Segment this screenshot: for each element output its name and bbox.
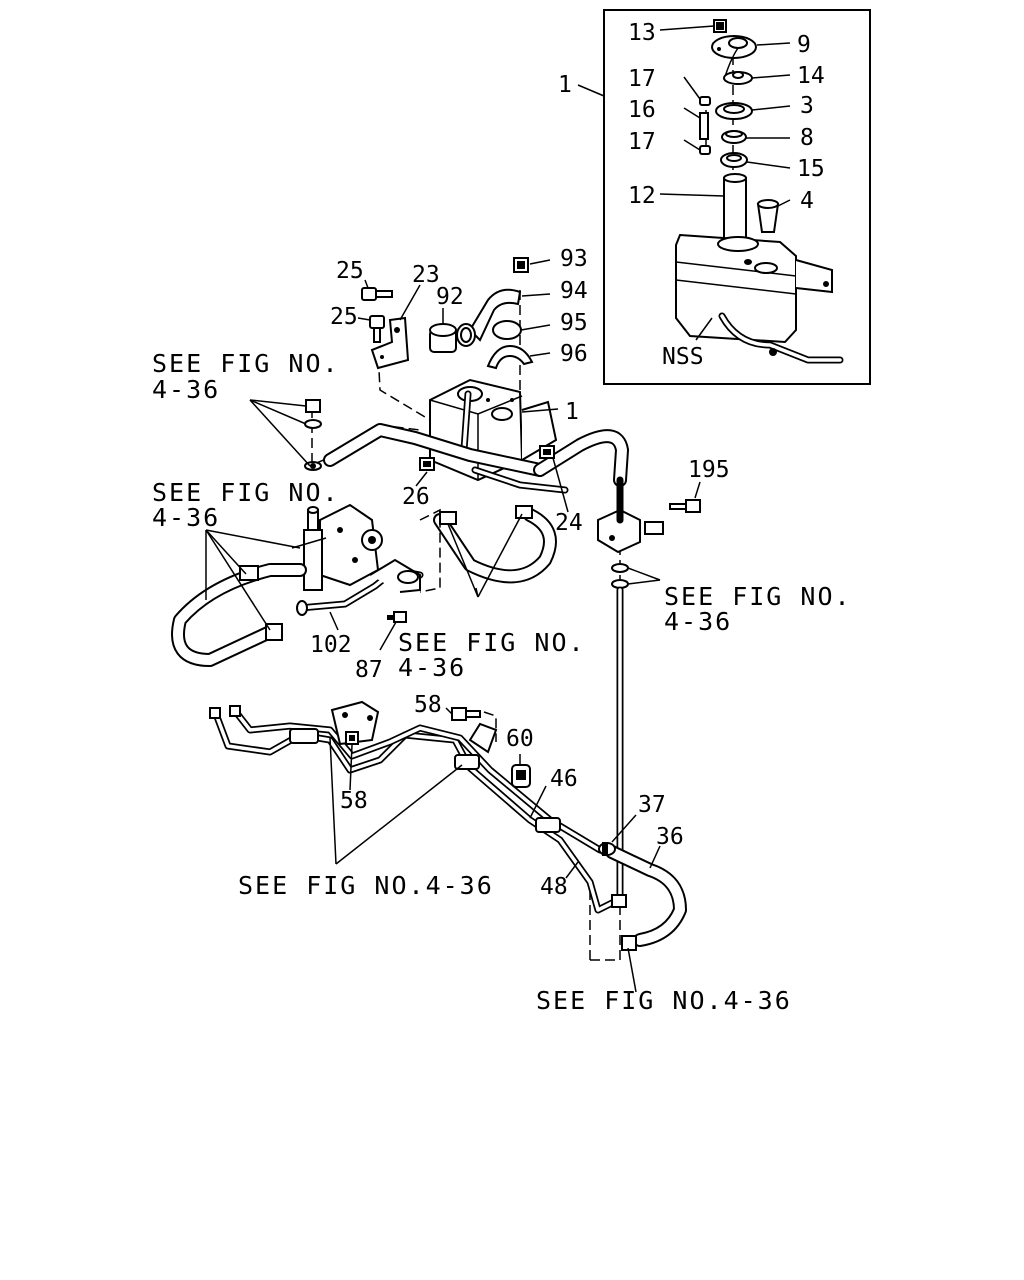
inset-reservoir-group: 1 [558, 9, 871, 385]
bolt-25-upper [361, 287, 393, 301]
bolt-87 [387, 611, 407, 623]
fitting-17-upper [699, 96, 711, 106]
callout-9: 9 [797, 32, 811, 58]
clamp-96 [486, 344, 534, 370]
callout-17-upper: 17 [628, 66, 656, 92]
callout-25-lower: 25 [330, 304, 358, 330]
see-fig-center-line1: SEE FIG NO. [398, 628, 586, 657]
bolt-25-lower [369, 315, 385, 343]
callout-14: 14 [797, 63, 825, 89]
see-fig-center-line2: 4-36 [398, 653, 466, 682]
pipe-end-left-a [209, 707, 221, 719]
clip-bracket-upper [468, 722, 498, 754]
see-fig-top-left-line2: 4-36 [152, 375, 220, 404]
clip-60 [511, 764, 531, 788]
inset-frame [603, 9, 871, 385]
callout-26: 26 [402, 484, 430, 510]
callout-93: 93 [560, 246, 588, 272]
gasket-14 [723, 71, 753, 85]
clamp-mid-b [515, 505, 533, 519]
callout-13: 13 [628, 20, 656, 46]
callout-58-upper: 58 [414, 692, 442, 718]
fitting-block-right [644, 521, 664, 535]
tube-12 [723, 173, 747, 241]
bracket-small-pump [369, 558, 421, 593]
pipe-end-left-b [229, 705, 241, 717]
bracket-23 [370, 316, 410, 370]
elbow-pipe-94 [456, 288, 522, 347]
callout-87: 87 [355, 657, 383, 683]
callout-16: 16 [628, 97, 656, 123]
cap-92 [429, 323, 457, 353]
washer-15 [720, 152, 748, 168]
callout-8: 8 [800, 125, 814, 151]
hose-clamp-lower [265, 623, 283, 641]
callout-37: 37 [638, 792, 666, 818]
clips-right [611, 563, 629, 589]
callout-24: 24 [555, 510, 583, 536]
bolt-24 [539, 445, 555, 459]
callout-60: 60 [506, 726, 534, 752]
bolt-58-lower [345, 731, 359, 745]
hose-end-36 [621, 935, 637, 951]
callout-102: 102 [310, 632, 352, 658]
callout-25-upper: 25 [336, 258, 364, 284]
upper-assembly: 25 25 23 92 93 94 95 96 1 26 24 195 102 … [152, 246, 852, 961]
see-fig-top-left-line1: SEE FIG NO. [152, 349, 340, 378]
callout-4: 4 [800, 188, 814, 214]
sleeve-c [535, 817, 561, 833]
seal-95 [492, 320, 522, 340]
see-fig-bottom: SEE FIG NO.4-36 [536, 986, 792, 1015]
hose-end-102 [296, 600, 308, 616]
bolt-58-upper [451, 707, 481, 721]
reservoir-tank-nss [675, 233, 844, 364]
callout-46: 46 [550, 766, 578, 792]
callout-17-lower: 17 [628, 129, 656, 155]
pipe-bracket-58 [330, 700, 380, 746]
callout-94: 94 [560, 278, 588, 304]
callout-96: 96 [560, 341, 588, 367]
clamp-mid-a [439, 511, 457, 525]
callout-12: 12 [628, 183, 656, 209]
callout-95: 95 [560, 310, 588, 336]
callout-92: 92 [436, 284, 464, 310]
washer-pump [303, 503, 383, 591]
callout-3: 3 [800, 93, 814, 119]
nut-93 [513, 257, 529, 273]
see-fig-right-line1: SEE FIG NO. [664, 582, 852, 611]
cup-4 [756, 199, 780, 233]
see-fig-mid-left-line2: 4-36 [152, 503, 220, 532]
nut-13 [713, 19, 727, 33]
cap-9 [711, 35, 757, 81]
sleeve-a [289, 728, 319, 744]
fitting-37 [598, 842, 616, 856]
ring-3 [715, 102, 753, 120]
callout-195: 195 [688, 457, 730, 483]
callout-58-lower: 58 [340, 788, 368, 814]
see-fig-right-line2: 4-36 [664, 607, 732, 636]
callout-23: 23 [412, 262, 440, 288]
lower-pipe-assembly: 58 58 60 46 37 36 48 SEE FIG NO.4-36 SEE… [209, 692, 792, 1015]
union-fitting [611, 894, 627, 908]
see-fig-mid-left-line1: SEE FIG NO. [152, 478, 340, 507]
fitting-17-lower [699, 145, 711, 155]
nut-stack-left [304, 399, 322, 471]
hose-clamp-upper [239, 565, 259, 581]
callout-1: 1 [565, 399, 579, 425]
callout-nss: NSS [662, 344, 704, 370]
ring-8 [721, 130, 747, 144]
bolt-195 [669, 499, 701, 513]
pin-16 [699, 112, 709, 140]
callout-15: 15 [797, 156, 825, 182]
nut-26 [419, 457, 435, 471]
callout-48: 48 [540, 874, 568, 900]
inset-ref-label: 1 [558, 72, 572, 98]
callout-36: 36 [656, 824, 684, 850]
see-fig-lower: SEE FIG NO.4-36 [238, 871, 494, 900]
